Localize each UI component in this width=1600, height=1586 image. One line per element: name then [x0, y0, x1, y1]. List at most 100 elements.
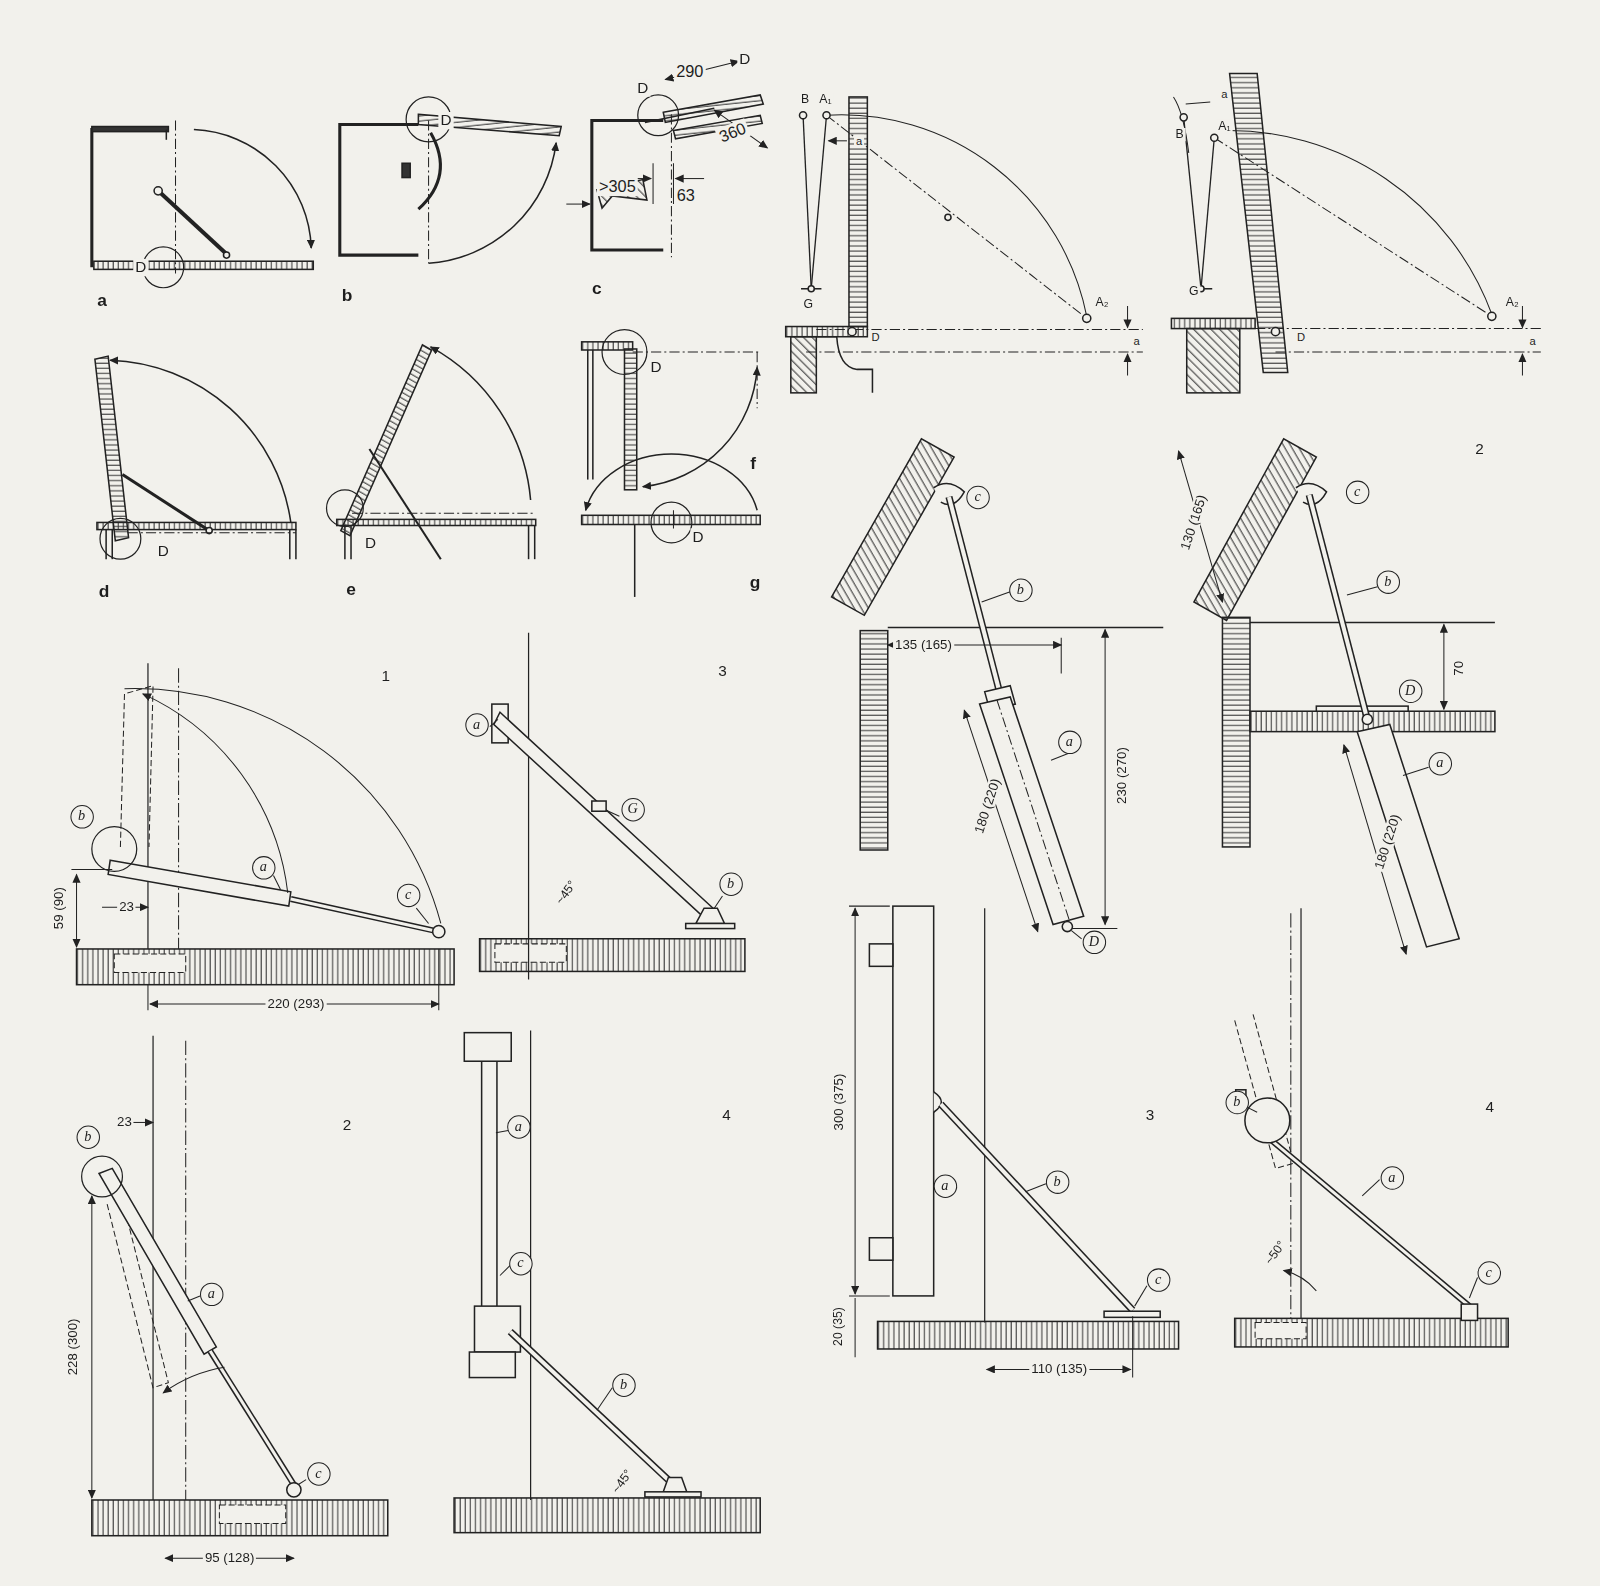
callout-circle: a — [252, 856, 275, 879]
strut-figure-part — [997, 700, 1069, 920]
dimension-label: D — [363, 534, 378, 551]
dimension-label: A₁ — [817, 93, 833, 106]
figure-e-part — [337, 519, 536, 525]
strut-figure-2 — [1179, 439, 1495, 954]
dimension-label: a — [1132, 335, 1142, 347]
dimension-label: D — [869, 331, 881, 343]
strut-figure-part — [949, 497, 1000, 694]
dimension-label: A₂ — [1094, 295, 1111, 308]
stay-figure-2-part — [133, 1122, 153, 1123]
dimension-label: a — [1527, 335, 1537, 347]
figure-letter: b — [340, 286, 355, 305]
figure-letter: g — [748, 574, 763, 593]
stay-figure-4b-part — [1235, 1014, 1294, 1168]
leader-lines-part — [1026, 1184, 1046, 1192]
dimension-label: D — [438, 112, 453, 129]
stay-figure-4b-part — [1284, 1270, 1317, 1290]
geometry-figure-1-part — [811, 115, 826, 288]
stay-figure-1 — [71, 663, 454, 1010]
stay-figure-3-part — [696, 908, 725, 923]
stay-figure-2-part — [287, 1483, 301, 1497]
stay-figure-4-part — [481, 1061, 483, 1306]
figure-c-part — [638, 95, 679, 136]
callout-letter: a — [1066, 735, 1073, 749]
figure-d-part — [289, 530, 291, 560]
callout-letter: D — [1405, 684, 1415, 698]
figure-c-part — [665, 61, 738, 79]
callout-circle: G — [621, 797, 644, 820]
dimension-label: 23 — [117, 900, 136, 915]
stay-figure-4b-part — [1300, 908, 1301, 1318]
callout-letter: b — [1233, 1095, 1240, 1109]
leader-lines-part — [597, 1388, 612, 1410]
geometry-figure-1-part — [806, 352, 1143, 353]
geometry-figure-2-part — [1171, 318, 1255, 328]
leader-lines-part — [490, 719, 498, 726]
figure-f-g-part — [587, 350, 589, 480]
geometry-figure-2-part — [1201, 138, 1214, 289]
figure-b-part — [340, 124, 419, 255]
leader-lines-part — [606, 810, 619, 816]
geometry-figure-2-part — [1276, 352, 1541, 353]
geometry-figure-2-part — [1211, 134, 1218, 141]
callout-circle: D — [1082, 930, 1105, 953]
leader-lines-part — [1362, 1180, 1379, 1196]
dimension-label: B — [1173, 128, 1185, 141]
stay-figure-3b — [849, 906, 1179, 1377]
callout-letter: a — [260, 860, 267, 874]
stay-figure-1-part — [143, 694, 288, 893]
callout-letter: b — [1054, 1174, 1061, 1188]
callout-letter: a — [473, 717, 480, 731]
figure-c-part — [671, 114, 672, 257]
figure-c-part — [592, 120, 663, 250]
stay-figure-3b-part — [893, 906, 934, 1296]
figure-b-part — [429, 143, 557, 263]
strut-figure-2-part — [1362, 714, 1372, 724]
callout-circle: b — [76, 1125, 99, 1148]
figure-f-g-part — [757, 352, 758, 408]
callout-circle: c — [966, 485, 989, 508]
stay-figure-3b-part — [941, 1104, 1133, 1310]
figure-f-g-part — [673, 510, 674, 528]
stay-figure-2-part — [219, 1505, 285, 1523]
callout-circle: c — [1345, 480, 1368, 503]
figure-a — [92, 120, 313, 287]
strut-figure-part — [1071, 928, 1117, 929]
geometry-figure-1-part — [791, 337, 817, 393]
strut-figure-part — [1051, 753, 1069, 760]
stay-figure-4-part — [464, 1033, 511, 1062]
figure-d-part — [110, 360, 291, 522]
stay-figure-3b-part — [849, 1295, 890, 1296]
dimension-label: 300 (375) — [831, 1072, 846, 1133]
figure-f-g-part — [592, 350, 594, 480]
stay-figure-1-part — [147, 985, 148, 1011]
figure-letter: e — [344, 580, 358, 599]
figure-e-part — [341, 345, 432, 536]
stay-figure-3-part — [592, 801, 606, 811]
figure-f-g-part — [582, 515, 761, 524]
figure-d-part — [122, 474, 209, 530]
figure-letter: c — [590, 279, 604, 298]
callout-circle: b — [612, 1373, 635, 1396]
stay-figure-2-part — [92, 1500, 388, 1536]
dimension-label: 95 (128) — [203, 1551, 256, 1566]
callout-letter: c — [315, 1466, 321, 1480]
stay-figure-3b-part — [849, 906, 890, 907]
callout-circle: b — [1045, 1170, 1068, 1193]
geometry-figure-1 — [786, 97, 1143, 393]
callout-letter: c — [974, 490, 980, 504]
figure-letter: f — [748, 455, 758, 474]
figure-e-part — [534, 526, 536, 560]
dimension-label: 110 (135) — [1029, 1362, 1089, 1377]
leader-lines-part — [1469, 1278, 1477, 1298]
geometry-figure-1-part — [848, 328, 856, 336]
callout-circle: b — [1009, 578, 1032, 601]
geometry-figure-2-part — [1522, 306, 1523, 327]
callout-letter: c — [1486, 1265, 1492, 1279]
callout-letter: G — [627, 802, 637, 816]
figure-f-g-part — [651, 502, 692, 543]
callout-circle: a — [465, 713, 488, 736]
geometry-figure-2-part — [1488, 312, 1496, 320]
stay-figure-3-part — [528, 633, 529, 980]
geometry-figure-1-part — [803, 115, 811, 288]
